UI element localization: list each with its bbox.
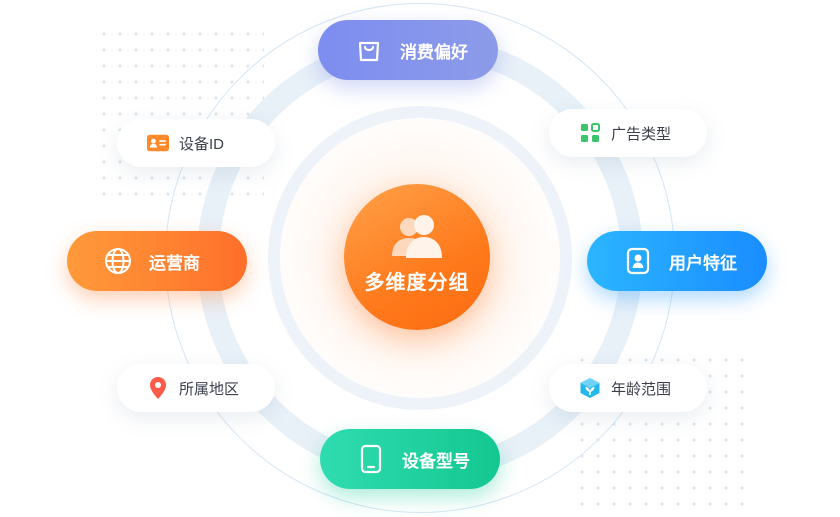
shopping-bag-icon xyxy=(354,35,384,65)
cube-leaf-icon xyxy=(579,377,601,399)
smartphone-icon xyxy=(356,444,386,474)
node-label: 设备型号 xyxy=(402,451,470,471)
node-label: 广告类型 xyxy=(611,125,672,143)
id-card-icon xyxy=(147,132,169,154)
node-label: 设备ID xyxy=(179,135,225,153)
node-user-features[interactable]: 用户特征 xyxy=(587,231,767,291)
node-label: 年龄范围 xyxy=(611,380,672,398)
node-label: 用户特征 xyxy=(669,253,737,273)
center-hub: 多维度分组 xyxy=(344,184,490,330)
node-label: 运营商 xyxy=(149,253,200,273)
node-label: 所属地区 xyxy=(179,380,240,398)
center-label: 多维度分组 xyxy=(364,271,470,294)
node-carrier[interactable]: 运营商 xyxy=(67,231,247,291)
globe-icon xyxy=(103,246,133,276)
node-age-range[interactable]: 年龄范围 xyxy=(549,364,707,412)
location-pin-icon xyxy=(147,377,169,399)
node-ad-type[interactable]: 广告类型 xyxy=(549,109,707,157)
user-group-icon xyxy=(392,214,442,258)
user-profile-icon xyxy=(623,246,653,276)
grid-apps-icon xyxy=(579,122,601,144)
node-device-id[interactable]: 设备ID xyxy=(117,119,275,167)
node-consumer-preference[interactable]: 消费偏好 xyxy=(318,20,498,80)
node-region[interactable]: 所属地区 xyxy=(117,364,275,412)
node-device-model[interactable]: 设备型号 xyxy=(320,429,500,489)
node-label: 消费偏好 xyxy=(400,42,468,62)
